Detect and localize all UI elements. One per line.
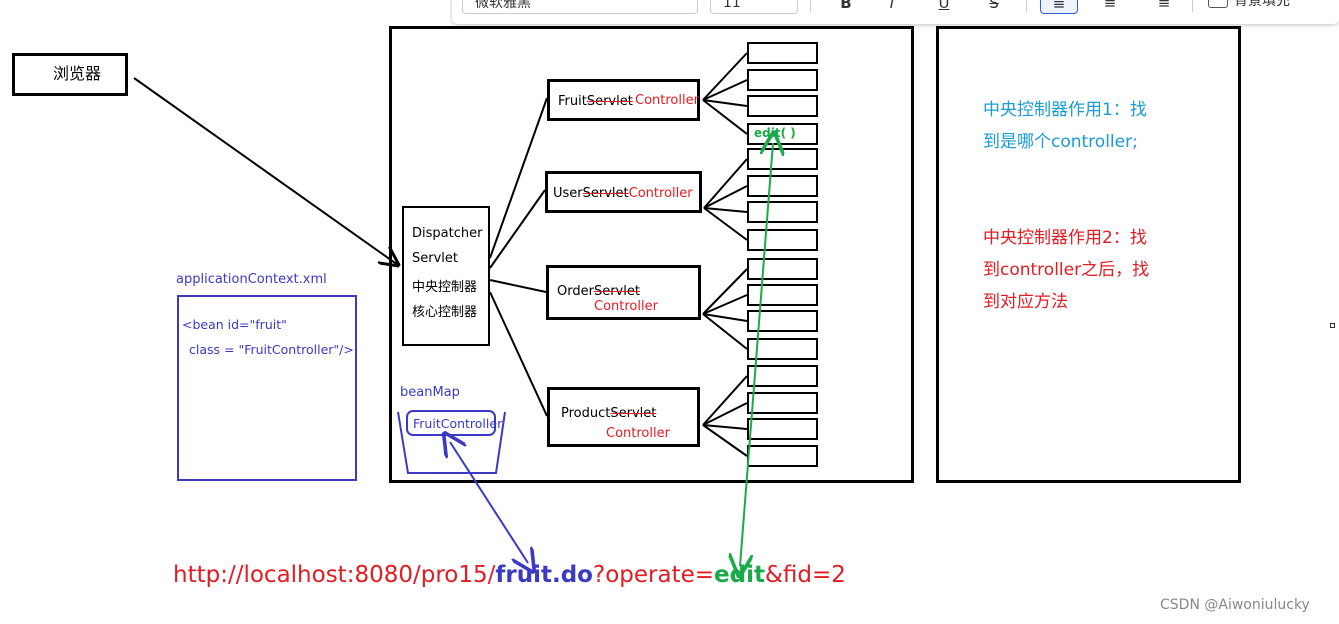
background-fill-label: 背景填充 (1234, 0, 1290, 9)
note2-line3: 到对应方法 (983, 292, 1068, 312)
edit-method-to-operate-arrow (740, 143, 773, 566)
note2-line2: 到controller之后，找 (983, 260, 1150, 280)
fruit-controller-label: FruitServlet (558, 94, 633, 109)
font-size-select[interactable]: 11 (710, 0, 798, 14)
toolbar-separator (1026, 0, 1027, 12)
browser-to-dispatcher-arrow (133, 77, 398, 265)
fruit-method-lines (702, 52, 748, 135)
align-right-icon: ≡ (1157, 0, 1171, 12)
underline-button[interactable]: U (938, 0, 950, 12)
toolbar-separator (810, 0, 811, 12)
align-left-button[interactable]: ≡ (1040, 0, 1078, 14)
resize-handle[interactable] (1330, 323, 1335, 328)
order-controller-label: OrderServlet (557, 284, 640, 299)
dispatcher-to-order-line (489, 279, 547, 293)
product-method-lines (702, 375, 748, 457)
dispatcher-line1: Dispatcher (412, 226, 483, 241)
font-name-select[interactable]: 微软雅黑 (462, 0, 698, 14)
align-left-icon: ≡ (1052, 0, 1066, 13)
method-box (747, 69, 818, 91)
beanmap-to-fruit-do-arrow (450, 442, 528, 563)
product-controller-label: ProductServlet (561, 406, 657, 421)
bold-button[interactable]: B (840, 0, 852, 12)
app-context-box: <bean id="fruit" class = "FruitControlle… (177, 295, 357, 481)
browser-label: 浏览器 (53, 64, 102, 83)
order-method-lines (702, 268, 748, 350)
user-controller-label: UserServletController (553, 186, 693, 201)
note-central-controller-role-1: 中央控制器作用1：找 到是哪个controller; (983, 94, 1147, 158)
order-controller-box: OrderServlet Controller (546, 265, 701, 320)
method-box (747, 95, 818, 117)
watermark: CSDN @Aiwoniulucky (1160, 597, 1310, 613)
format-toolbar: 微软雅黑 11 B I U S ≡ ≡ ≡ 背景填充 (452, 0, 1339, 24)
italic-button[interactable]: I (889, 0, 895, 12)
toolbar-separator (1192, 0, 1193, 12)
bean-map-item: FruitController (413, 416, 503, 431)
browser-box: 浏览器 (12, 53, 128, 96)
note1-line1: 中央控制器作用1：找 (983, 100, 1147, 120)
note1-line2: 到是哪个controller; (983, 132, 1138, 152)
align-center-icon: ≡ (1103, 0, 1117, 12)
app-context-title: applicationContext.xml (176, 272, 327, 287)
dispatcher-to-fruit-line (489, 97, 548, 259)
order-controller-suffix: Controller (594, 299, 658, 314)
notes-frame (936, 26, 1241, 483)
product-controller-box: ProductServlet Controller (547, 387, 700, 447)
user-controller-box: UserServletController (545, 171, 702, 213)
align-center-button[interactable]: ≡ (1100, 0, 1120, 12)
note2-line1: 中央控制器作用2：找 (983, 228, 1147, 248)
bean-map-title: beanMap (400, 385, 460, 400)
user-method-lines (703, 158, 748, 241)
dispatcher-line3: 中央控制器 (412, 280, 478, 295)
fruit-controller-suffix: Controller (635, 93, 699, 108)
fruit-controller-box: FruitServlet Controller (547, 79, 700, 121)
app-context-line2: class = "FruitController"/> (189, 342, 354, 357)
note-central-controller-role-2: 中央控制器作用2：找 到controller之后，找 到对应方法 (983, 222, 1149, 318)
dispatcher-servlet-box: Dispatcher Servlet 中央控制器 核心控制器 (402, 206, 490, 346)
dispatcher-to-product-line (489, 291, 548, 417)
dispatcher-line4: 核心控制器 (412, 305, 478, 320)
align-right-button[interactable]: ≡ (1154, 0, 1174, 12)
dispatcher-line2: Servlet (412, 251, 458, 266)
background-fill-checkbox[interactable] (1208, 0, 1228, 8)
product-controller-suffix: Controller (606, 426, 670, 441)
strikethrough-button[interactable]: S (989, 0, 999, 12)
method-box (747, 42, 818, 64)
dispatcher-to-user-line (489, 189, 546, 269)
app-context-line1: <bean id="fruit" (182, 317, 287, 332)
url-query-start: ?operate= (592, 562, 715, 588)
